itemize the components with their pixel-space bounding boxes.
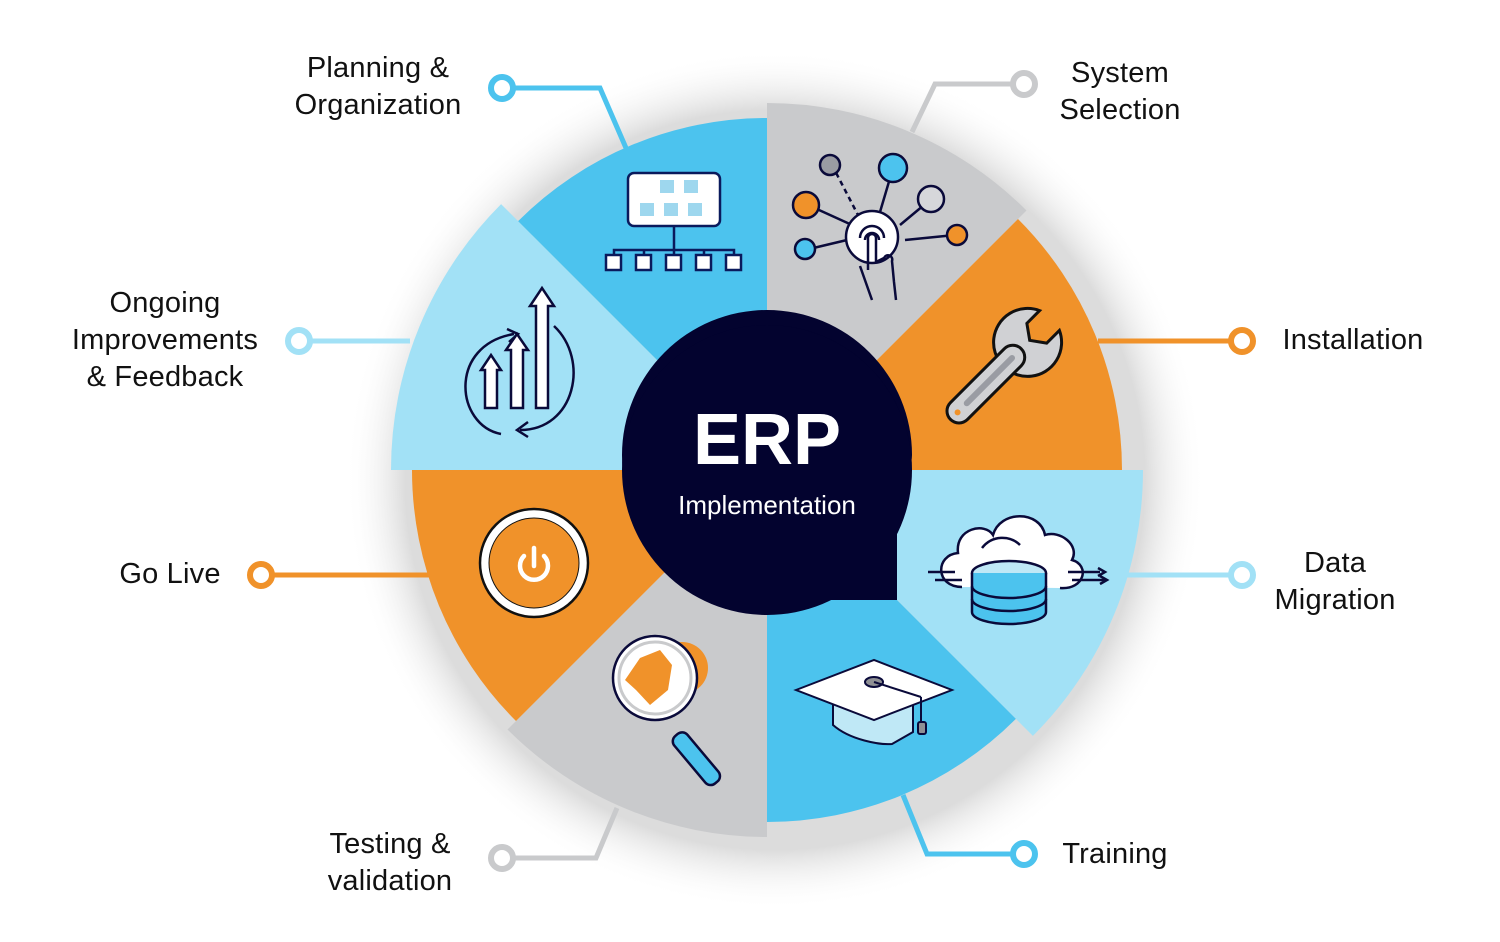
label-line: Migration: [1274, 584, 1396, 616]
label-line: validation: [327, 865, 453, 897]
label-line: & Feedback: [86, 361, 244, 393]
label-data-migration: Data Migration: [1260, 545, 1410, 619]
connector-dot-golive-icon: [247, 561, 275, 589]
label-line: Installation: [1282, 324, 1424, 356]
connector-system-selection: [909, 81, 1012, 134]
label-ongoing-improvements: Ongoing Improvements & Feedback: [55, 285, 275, 396]
connectors: [247, 70, 1256, 872]
label-training: Training: [1050, 836, 1180, 873]
connector-dot-ongoing-icon: [285, 327, 313, 355]
label-line: Data: [1303, 547, 1367, 579]
org-chart-icon: [604, 171, 743, 272]
magnifier-gear-icon: [611, 634, 722, 787]
center-title: ERP: [692, 400, 842, 480]
graduation-cap-icon: [793, 658, 955, 746]
center-subtitle: Implementation: [678, 490, 856, 520]
label-installation: Installation: [1268, 322, 1438, 359]
label-system-selection: System Selection: [1040, 55, 1200, 129]
growth-cycle-icon: [464, 285, 575, 439]
connector-dot-training-icon: [1010, 840, 1038, 868]
label-line: Selection: [1059, 94, 1181, 126]
connector-dot-planning-icon: [488, 74, 516, 102]
connector-dot-data-icon: [1228, 561, 1256, 589]
label-line: Training: [1062, 838, 1168, 870]
connector-dot-system-icon: [1010, 70, 1038, 98]
label-line: Ongoing: [109, 287, 221, 319]
connector-dot-testing-icon: [488, 844, 516, 872]
label-planning-organization: Planning & Organization: [278, 50, 478, 124]
label-line: Improvements: [71, 324, 259, 356]
label-line: System: [1071, 57, 1169, 89]
label-line: Go Live: [119, 558, 221, 590]
label-go-live: Go Live: [105, 556, 235, 593]
connector-dot-installation-icon: [1228, 327, 1256, 355]
label-testing-validation: Testing & validation: [310, 826, 470, 900]
power-icon: [478, 507, 590, 619]
label-line: Planning &: [306, 52, 450, 84]
cloud-database-icon: [928, 515, 1110, 626]
connector-planning: [514, 85, 629, 149]
label-line: Organization: [294, 89, 462, 121]
wrench-icon: [945, 306, 1064, 425]
label-line: Testing &: [329, 828, 451, 860]
connector-training: [900, 794, 1012, 857]
touch-network-icon: [791, 152, 969, 301]
center-hub-corner: [767, 470, 897, 600]
connector-testing: [514, 807, 620, 861]
